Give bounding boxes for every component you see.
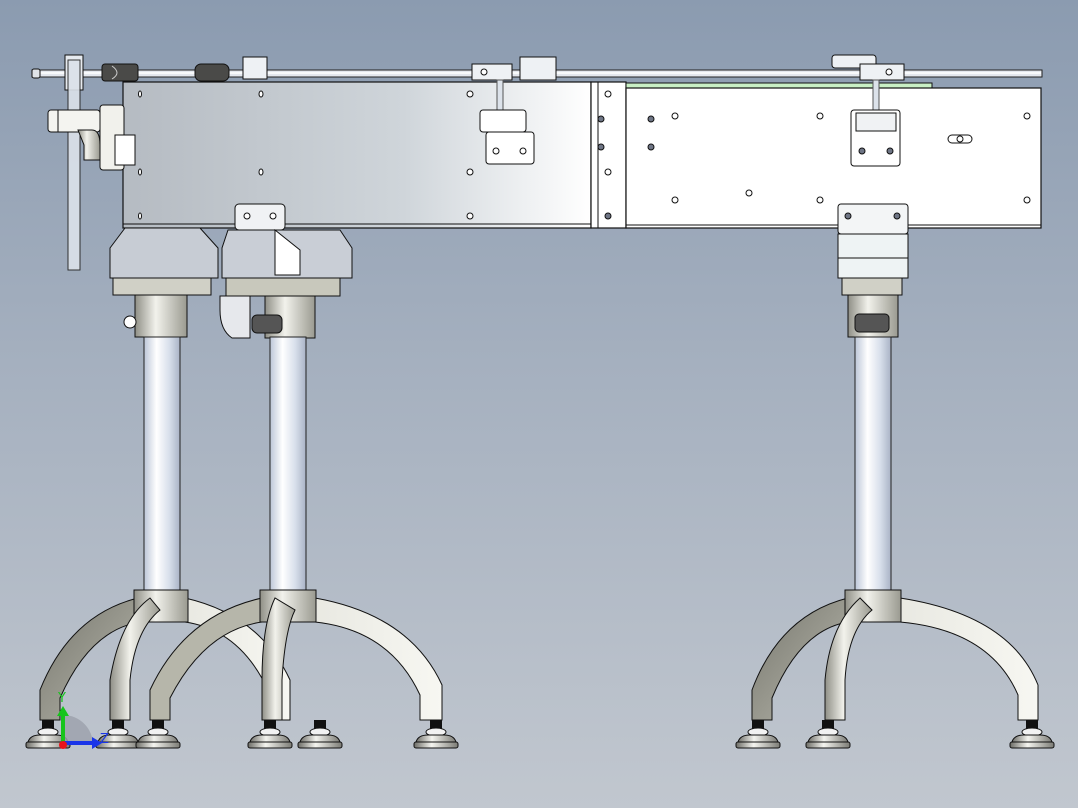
stand-3-base bbox=[735, 589, 1055, 749]
stand-2-head bbox=[219, 203, 353, 339]
triad-shading bbox=[63, 715, 93, 745]
x-axis-dot bbox=[59, 741, 67, 749]
joint-plate bbox=[590, 81, 627, 229]
z-axis-label: Z bbox=[100, 732, 109, 747]
frame-section-right bbox=[625, 87, 1042, 229]
guide-bracket-2 bbox=[831, 54, 905, 167]
stand-1-head bbox=[109, 227, 219, 338]
stand-3-head bbox=[837, 203, 909, 338]
guide-bracket-1 bbox=[471, 56, 557, 165]
frame-holes bbox=[138, 90, 1031, 220]
coordinate-triad[interactable]: Y Z bbox=[57, 691, 109, 749]
y-axis-arrow bbox=[61, 714, 65, 744]
wear-strip bbox=[625, 82, 933, 89]
drive-end-fitting bbox=[47, 104, 136, 171]
z-axis-arrow bbox=[63, 741, 93, 745]
stand-2-base bbox=[149, 589, 459, 749]
y-axis-label: Y bbox=[57, 691, 66, 706]
stand-columns bbox=[143, 336, 892, 594]
